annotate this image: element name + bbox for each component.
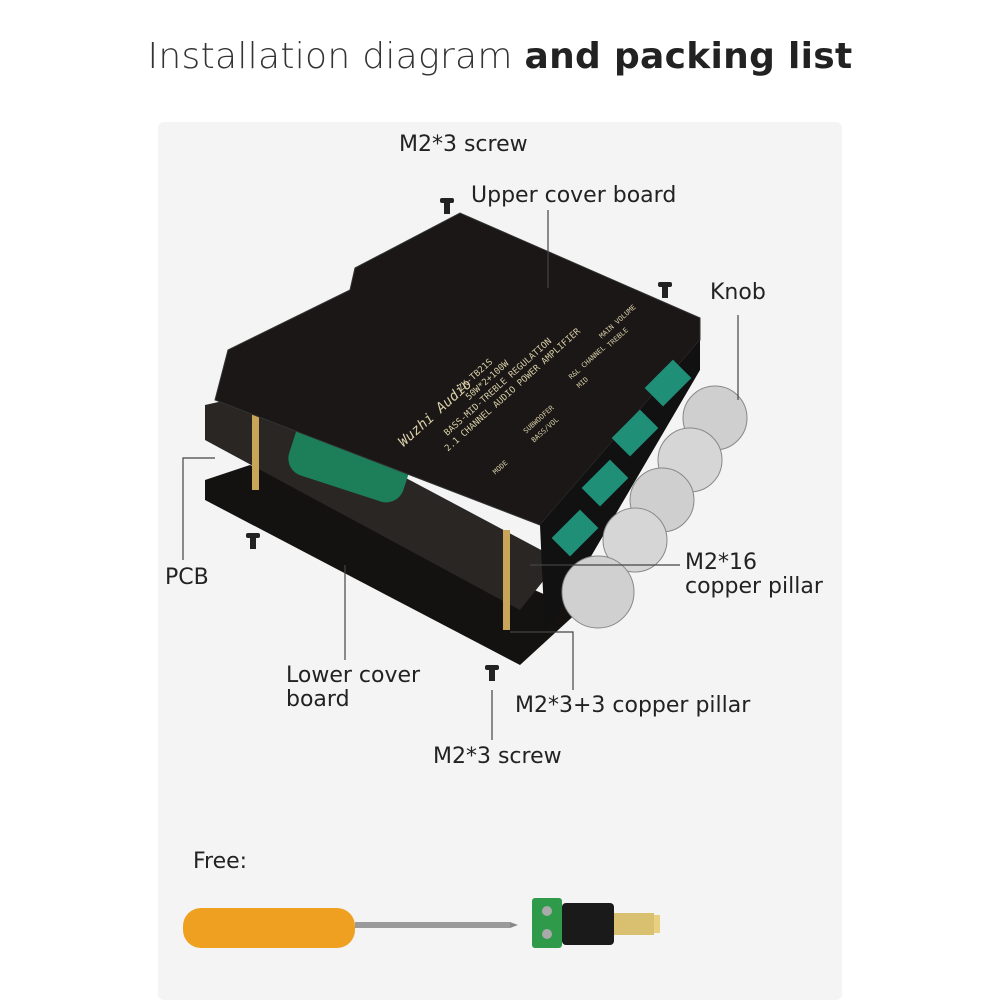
knobs xyxy=(551,359,748,629)
label-free: Free: xyxy=(193,849,248,874)
label-knob: Knob xyxy=(710,280,766,305)
copper-pillar xyxy=(252,415,259,490)
lower-cover-board xyxy=(205,465,580,665)
label-pillar16-line2: copper pillar xyxy=(685,574,823,599)
label-top-screw: M2*3 screw xyxy=(399,132,528,157)
label-pillar16-line1: M2*16 xyxy=(685,550,757,575)
leader-lines xyxy=(182,210,739,740)
label-pcb: PCB xyxy=(165,565,209,590)
label-bottom-screw: M2*3 screw xyxy=(433,744,562,769)
knob xyxy=(561,555,635,629)
label-pillar33: M2*3+3 copper pillar xyxy=(515,693,751,718)
title-bold: and packing list xyxy=(524,36,853,77)
knob xyxy=(602,507,668,573)
screwdriver-icon xyxy=(183,908,518,948)
copper-pillar xyxy=(503,530,510,630)
dc-connector-icon xyxy=(532,898,660,948)
label-lower-cover-line1: Lower cover xyxy=(286,663,421,688)
screw-icon xyxy=(246,198,672,681)
label-upper-cover: Upper cover board xyxy=(471,183,677,208)
label-lower-cover-line2: board xyxy=(286,687,350,712)
title-light: Installation diagram xyxy=(147,36,525,77)
page-title: Installation diagram and packing list xyxy=(0,36,1000,77)
